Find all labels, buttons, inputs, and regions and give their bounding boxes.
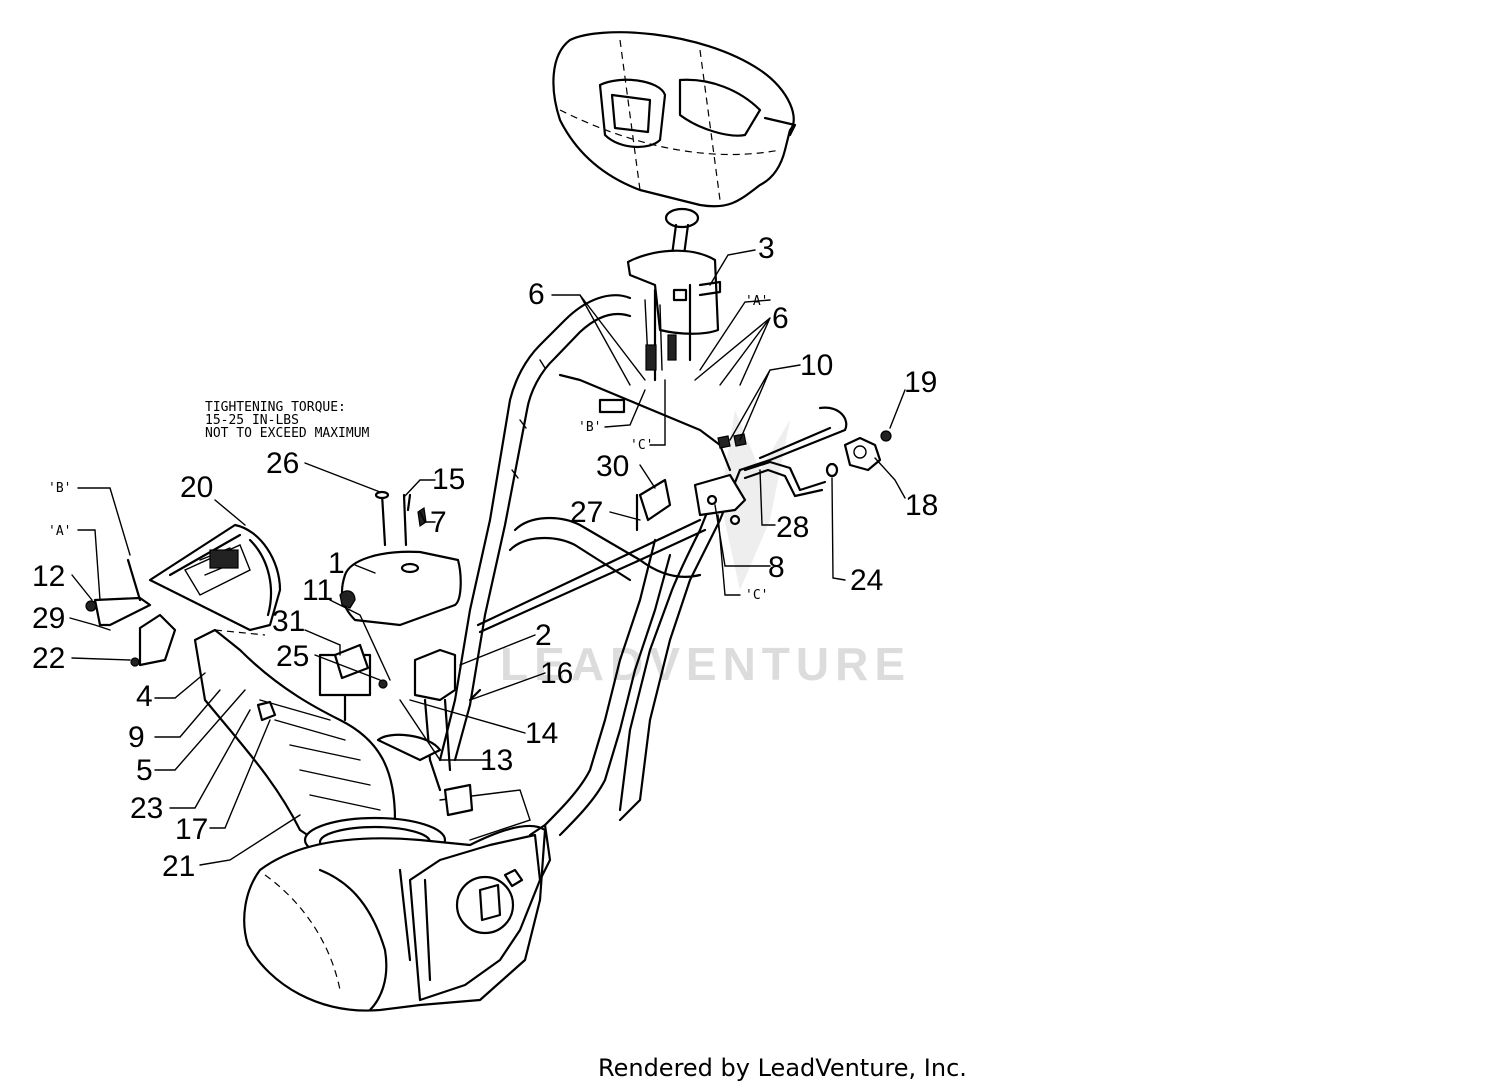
chute-deflector (148, 523, 282, 636)
shift-control-assembly (626, 207, 722, 382)
handle-frame (438, 294, 848, 837)
callout-19: 19 (904, 366, 937, 399)
callout-23: 23 (130, 792, 163, 825)
callout-21: 21 (162, 850, 195, 883)
callout-3: 3 (758, 232, 775, 265)
callout-30: 30 (596, 450, 629, 483)
callout-4: 4 (136, 680, 153, 713)
callout-11: 11 (302, 574, 333, 607)
callout-2: 2 (535, 619, 552, 652)
callout-14: 14 (525, 717, 558, 750)
dash-panel (552, 31, 797, 208)
torque-note-line2: 15-25 IN-LBS (205, 413, 299, 428)
chute-bracket (333, 643, 482, 792)
ref-b-left: 'B' (48, 481, 71, 496)
auger-housing (243, 783, 552, 1012)
ref-a-left: 'A' (48, 524, 71, 539)
chute-tilt-link (85, 558, 177, 667)
callout-8: 8 (768, 551, 785, 584)
callout-24: 24 (850, 564, 883, 597)
callout-29: 29 (32, 602, 65, 635)
torque-note-line3: NOT TO EXCEED MAXIMUM (205, 426, 370, 441)
chute-gear-cover (339, 550, 462, 627)
torque-note-line1: TIGHTENING TORQUE: (205, 400, 346, 415)
watermark: LEADVENTURE (500, 638, 911, 690)
callout-15: 15 (432, 463, 465, 496)
callout-27: 27 (570, 496, 603, 529)
chute-crank-assembly (743, 430, 892, 498)
callout-18: 18 (905, 489, 938, 522)
callout-12: 12 (32, 560, 65, 593)
callout-6b: 6 (772, 302, 789, 335)
callout-20: 20 (180, 471, 213, 504)
callout-28: 28 (776, 511, 809, 544)
chute-tilt-bracket (635, 433, 747, 532)
callout-6a: 6 (528, 278, 545, 311)
callout-26: 26 (266, 447, 299, 480)
callout-10: 10 (800, 349, 833, 382)
callout-7: 7 (430, 506, 447, 539)
chute-pin-hardware (374, 490, 427, 547)
callout-1: 1 (328, 547, 345, 580)
ref-c-bottom: 'C' (745, 588, 768, 603)
shift-rod (476, 373, 732, 634)
ref-c-top: 'C' (630, 438, 653, 453)
footer-credit: Rendered by LeadVenture, Inc. (598, 1054, 967, 1082)
callout-13: 13 (480, 744, 513, 777)
callout-5: 5 (136, 754, 153, 787)
callout-31: 31 (272, 605, 305, 638)
ref-b-top: 'B' (578, 420, 601, 435)
callout-22: 22 (32, 642, 65, 675)
callout-25: 25 (276, 640, 309, 673)
watermark-logo (720, 410, 790, 590)
callout-17: 17 (175, 813, 208, 846)
callout-9: 9 (128, 721, 145, 754)
ref-a-top: 'A' (745, 294, 768, 309)
callout-16: 16 (540, 657, 573, 690)
leader-lines (69, 249, 906, 866)
